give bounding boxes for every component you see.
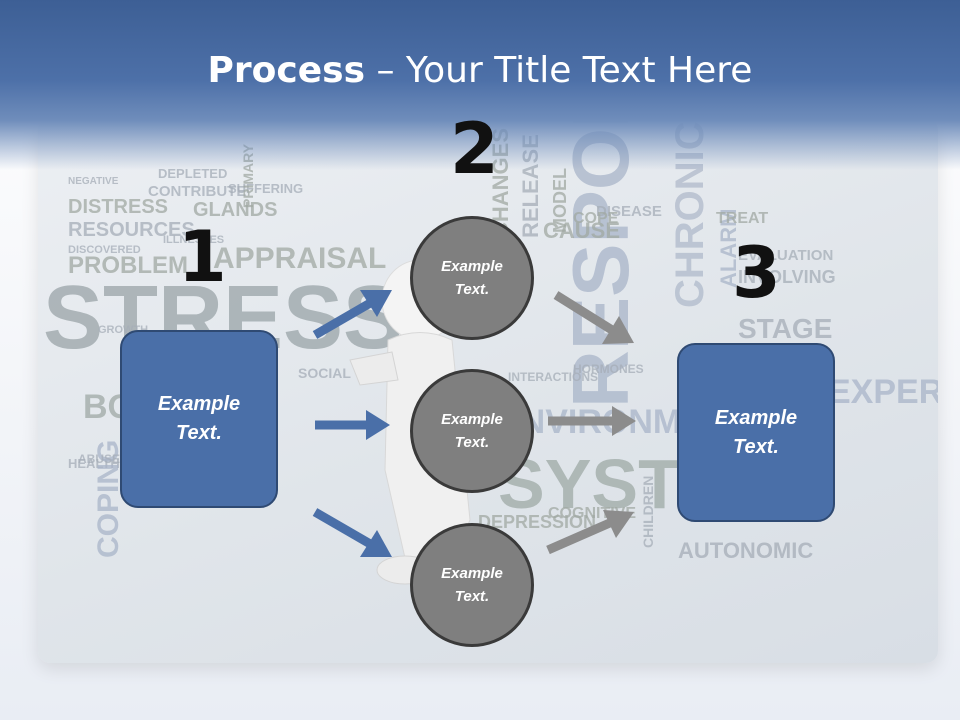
- background-word: DISEASE: [596, 203, 662, 220]
- background-word: EXPERIENCES: [828, 373, 938, 411]
- background-word: MODEL: [550, 168, 570, 233]
- arrow-1-to-top: [312, 290, 392, 339]
- step-number-1: 1: [178, 216, 227, 298]
- background-word: SUFFERING: [228, 181, 303, 196]
- circle-middle-text: Example Text.: [441, 411, 503, 451]
- background-word: ABUSE: [78, 452, 120, 466]
- step-3-box: Example Text.: [677, 343, 835, 522]
- background-word: STAGE: [738, 313, 832, 344]
- background-word: COPE: [573, 210, 619, 227]
- background-word: INVOLVING: [738, 267, 836, 287]
- background-word: TREAT: [716, 210, 768, 227]
- step-2-circle-middle: Example Text.: [410, 369, 534, 493]
- background-word: PROBLEM: [68, 252, 188, 279]
- step-2-circle-top: Example Text.: [410, 216, 534, 340]
- blue-arrows: [312, 290, 392, 557]
- background-word: DEPRESSION: [478, 512, 596, 532]
- background-word: EVALUATION: [738, 247, 833, 264]
- background-word: HORMONES: [573, 362, 644, 376]
- arrow-bottom-to-3: [546, 510, 634, 555]
- background-word: SOCIAL: [298, 365, 351, 381]
- background-word: ALARM: [716, 209, 741, 288]
- arrow-1-to-bottom: [312, 508, 392, 557]
- step-1-text: Example Text.: [157, 393, 241, 444]
- background-word: DISTRESS: [68, 196, 168, 218]
- arrow-1-to-middle: [315, 410, 390, 440]
- gray-arrows: [546, 291, 636, 555]
- step-2-circle-bottom: Example Text.: [410, 523, 534, 647]
- arrow-top-to-3: [553, 291, 634, 344]
- background-word: AUTONOMIC: [678, 538, 813, 563]
- background-word: APPRAISAL: [213, 242, 386, 275]
- background-word: ILLNESSES: [163, 234, 224, 246]
- slide-title: Process – Your Title Text Here: [0, 50, 960, 91]
- background-word: INTERACTIONS: [508, 370, 598, 384]
- background-word: NEGATIVE: [68, 176, 119, 187]
- step-3-text: Example Text.: [714, 406, 798, 458]
- title-bold: Process: [207, 50, 366, 91]
- background-word: CAUSE: [543, 218, 620, 243]
- background-word: GLANDS: [193, 199, 277, 221]
- step-number-3: 3: [732, 232, 781, 314]
- title-rest: – Your Title Text Here: [365, 50, 753, 91]
- circle-top-text: Example Text.: [441, 258, 503, 298]
- background-word: HEALTH: [68, 456, 120, 471]
- background-word: RESOURCES: [68, 219, 195, 241]
- step-number-2: 2: [450, 108, 499, 190]
- circle-bottom-text: Example Text.: [441, 565, 503, 605]
- background-word: CHILDREN: [640, 476, 656, 548]
- arrow-middle-to-3: [548, 406, 636, 436]
- background-word: COPING: [92, 440, 125, 558]
- step-1-box: Example Text.: [120, 330, 278, 508]
- title-bar: [0, 0, 960, 170]
- background-word: CONTRIBUTE: [148, 183, 246, 200]
- background-word: DISCOVERED: [68, 244, 141, 256]
